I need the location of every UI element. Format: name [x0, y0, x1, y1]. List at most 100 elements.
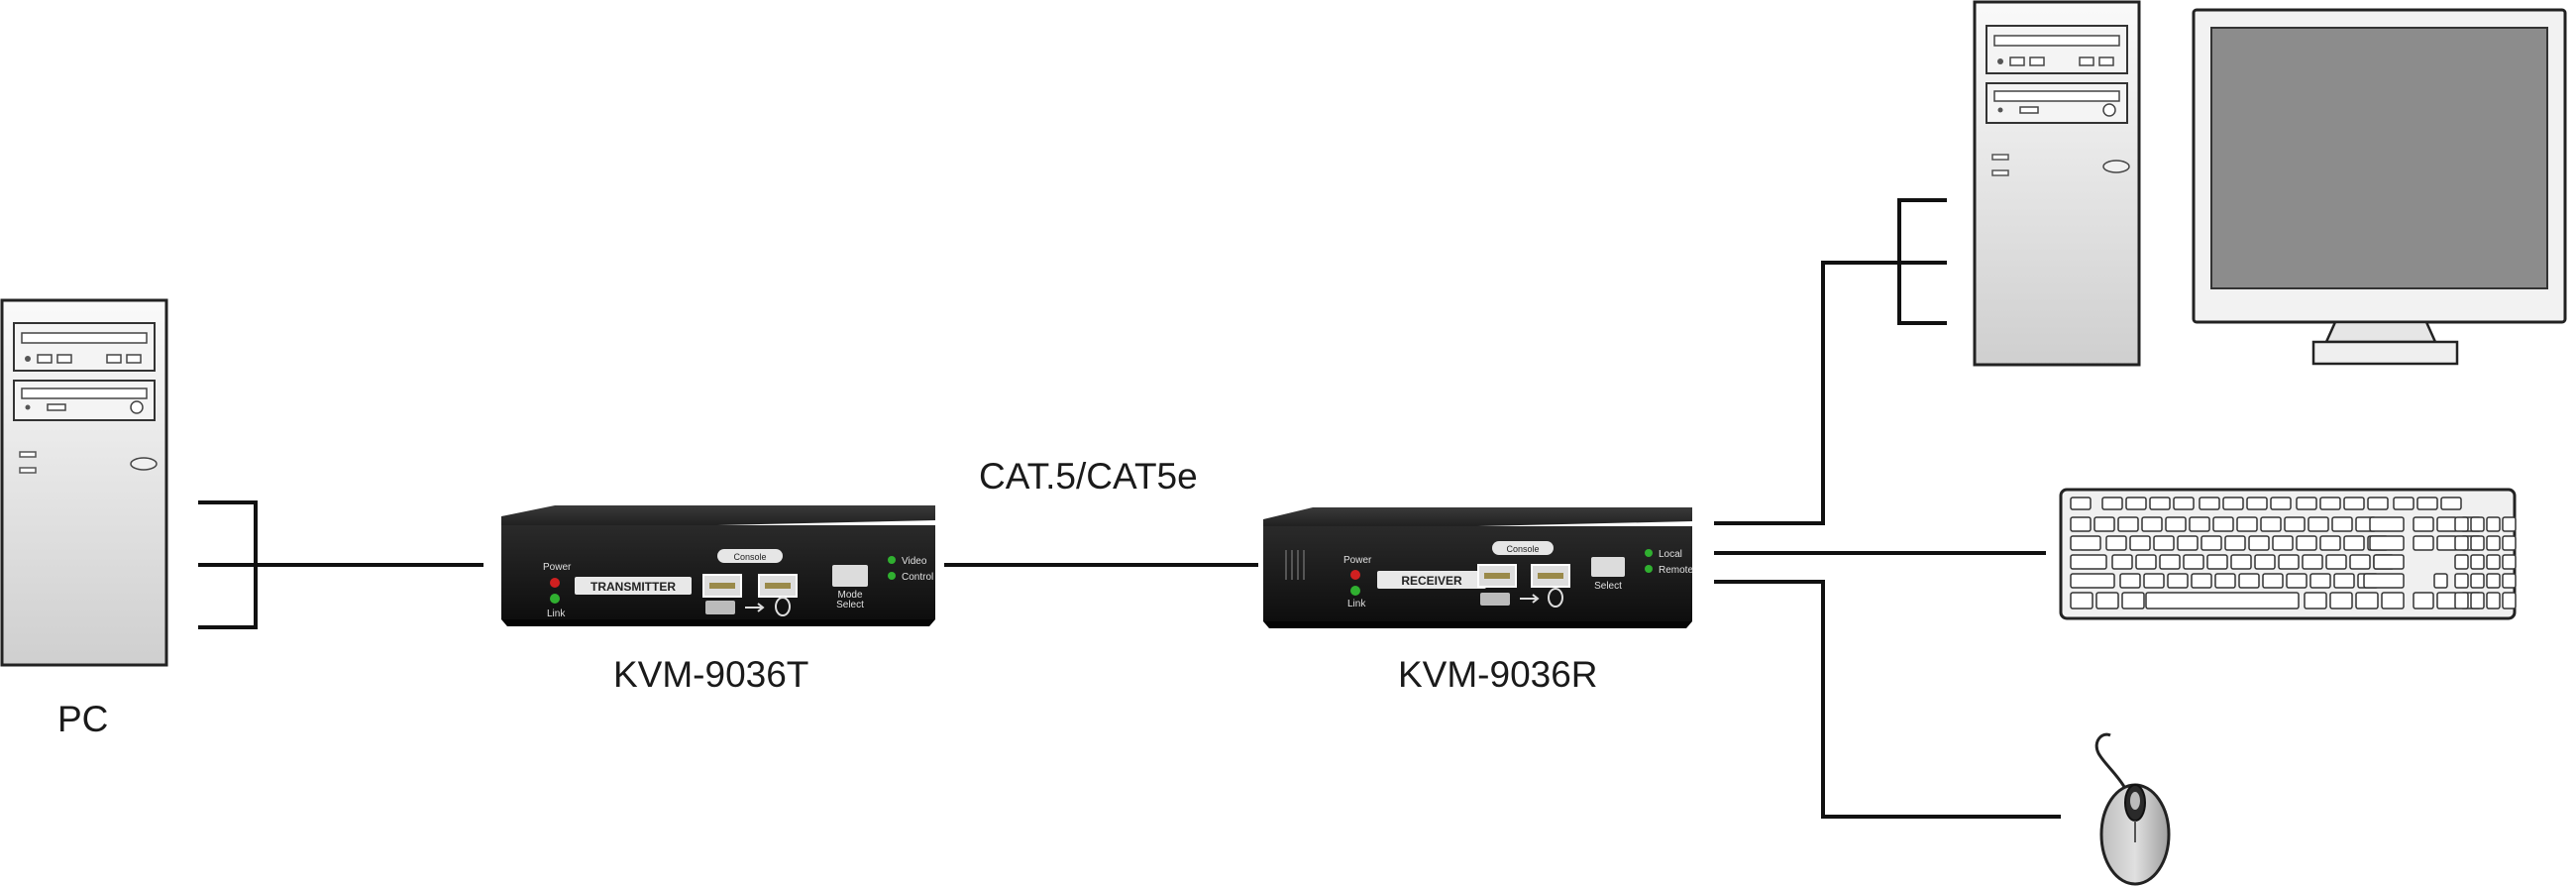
receiver-console-label: Console	[1506, 544, 1539, 554]
keyboard-key	[2236, 516, 2258, 532]
keyboard-key	[2238, 573, 2260, 589]
keyboard-key	[2381, 592, 2405, 609]
keyboard-key	[2101, 497, 2123, 510]
transmitter-power-label: Power	[543, 562, 572, 573]
transmitter-link-label: Link	[547, 609, 566, 619]
keyboard-key	[2212, 516, 2234, 532]
keyboard-key	[2486, 573, 2501, 589]
keyboard-key	[2167, 573, 2189, 589]
keyboard-key	[2070, 497, 2092, 510]
transmitter-console-label: Console	[733, 552, 766, 562]
keyboard-key	[2278, 554, 2300, 570]
keyboard-key	[2333, 573, 2355, 589]
keyboard-key	[2254, 554, 2276, 570]
keyboard-key	[2141, 516, 2163, 532]
keyboard-key	[2302, 554, 2323, 570]
keyboard-key	[2070, 573, 2115, 589]
transmitter-usb-icon	[745, 603, 765, 612]
keyboard-key	[2153, 535, 2175, 551]
keyboard-key	[2149, 497, 2171, 510]
keyboard-key	[2200, 535, 2222, 551]
keyboard-key	[2230, 554, 2252, 570]
keyboard-key	[2117, 516, 2139, 532]
pc-cable-bracket	[198, 500, 483, 629]
keyboard-key	[2262, 573, 2284, 589]
transmitter-video-led	[888, 556, 896, 564]
keyboard-key	[2502, 573, 2517, 589]
transmitter-video-label: Video	[902, 556, 927, 567]
keyboard-key	[2308, 516, 2329, 532]
keyboard-key	[2486, 592, 2501, 609]
keyboard-key	[2224, 535, 2246, 551]
keyboard-key	[2486, 535, 2501, 551]
keyboard-key	[2470, 516, 2485, 532]
keyboard-key	[2325, 554, 2347, 570]
receiver-select-button	[1591, 557, 1625, 577]
keyboard-key	[2433, 573, 2448, 589]
keyboard-key	[2177, 535, 2199, 551]
keyboard-key	[2159, 554, 2181, 570]
keyboard-key	[2343, 535, 2365, 551]
receiver-mouse-icon	[1548, 588, 1563, 608]
keyboard-key	[2470, 554, 2485, 570]
receiver-link-led	[1350, 586, 1360, 596]
keyboard-key	[2454, 592, 2469, 609]
keyboard-key	[2105, 535, 2127, 551]
keyboard-key	[2486, 516, 2501, 532]
transmitter-mouse-icon	[775, 597, 791, 616]
keyboard-key	[2111, 554, 2133, 570]
receiver-local-label: Local	[1659, 549, 1682, 560]
keyboard-key	[2145, 592, 2300, 609]
receiver-badge-text: RECEIVER	[1401, 574, 1462, 588]
keyboard-key	[2440, 497, 2462, 510]
keyboard-key	[2189, 516, 2210, 532]
keyboard-key	[2436, 592, 2458, 609]
keyboard-key	[2248, 535, 2270, 551]
keyboard-key	[2331, 516, 2353, 532]
receiver-remote-label: Remote	[1659, 565, 1693, 576]
keyboard-key	[2260, 516, 2282, 532]
keyboard-key	[2319, 497, 2341, 510]
keyboard-key	[2343, 497, 2365, 510]
keyboard-key	[2143, 573, 2165, 589]
keyboard-key	[2369, 516, 2405, 532]
keyboard-key	[2095, 592, 2119, 609]
pc-label: PC	[57, 699, 109, 739]
receiver-unit	[1263, 507, 1692, 628]
keyboard-key	[2470, 535, 2485, 551]
receiver-badge	[1377, 571, 1486, 589]
transmitter-select-label: Select	[836, 600, 864, 610]
receiver-link-label: Link	[1347, 599, 1366, 609]
cable-label: CAT.5/CAT5e	[979, 456, 1198, 497]
transmitter-link-led	[550, 594, 560, 604]
keyboard-key	[2454, 554, 2469, 570]
transmitter-control-led	[888, 572, 896, 580]
receiver-model-label: KVM-9036R	[1398, 654, 1598, 695]
keyboard-key	[2470, 573, 2485, 589]
keyboard-key	[2393, 497, 2415, 510]
transmitter-mode-select-button	[832, 565, 868, 587]
keyboard-key	[2502, 516, 2517, 532]
keyboard-key	[2284, 516, 2306, 532]
keyboard-key	[2413, 535, 2434, 551]
keyboard-key	[2416, 497, 2438, 510]
keyboard-key	[2454, 516, 2469, 532]
keyboard-key	[2502, 592, 2517, 609]
transmitter-control-label: Control	[902, 572, 933, 583]
receiver-select-label: Select	[1594, 581, 1622, 592]
transmitter-model-label: KVM-9036T	[613, 654, 809, 695]
receiver-vent	[1285, 550, 1305, 580]
keyboard-key	[2129, 535, 2151, 551]
keyboard-key	[2214, 573, 2236, 589]
keyboard-key	[2349, 554, 2371, 570]
keyboard-key	[2173, 497, 2195, 510]
transmitter-unit	[501, 505, 935, 626]
keyboard-key	[2070, 554, 2107, 570]
keyboard-key	[2286, 573, 2308, 589]
keyboard-key	[2454, 573, 2469, 589]
keyboard-key	[2296, 497, 2317, 510]
keyboard-key	[2304, 592, 2327, 609]
pc-tower	[0, 298, 168, 667]
keyboard-key	[2309, 573, 2331, 589]
